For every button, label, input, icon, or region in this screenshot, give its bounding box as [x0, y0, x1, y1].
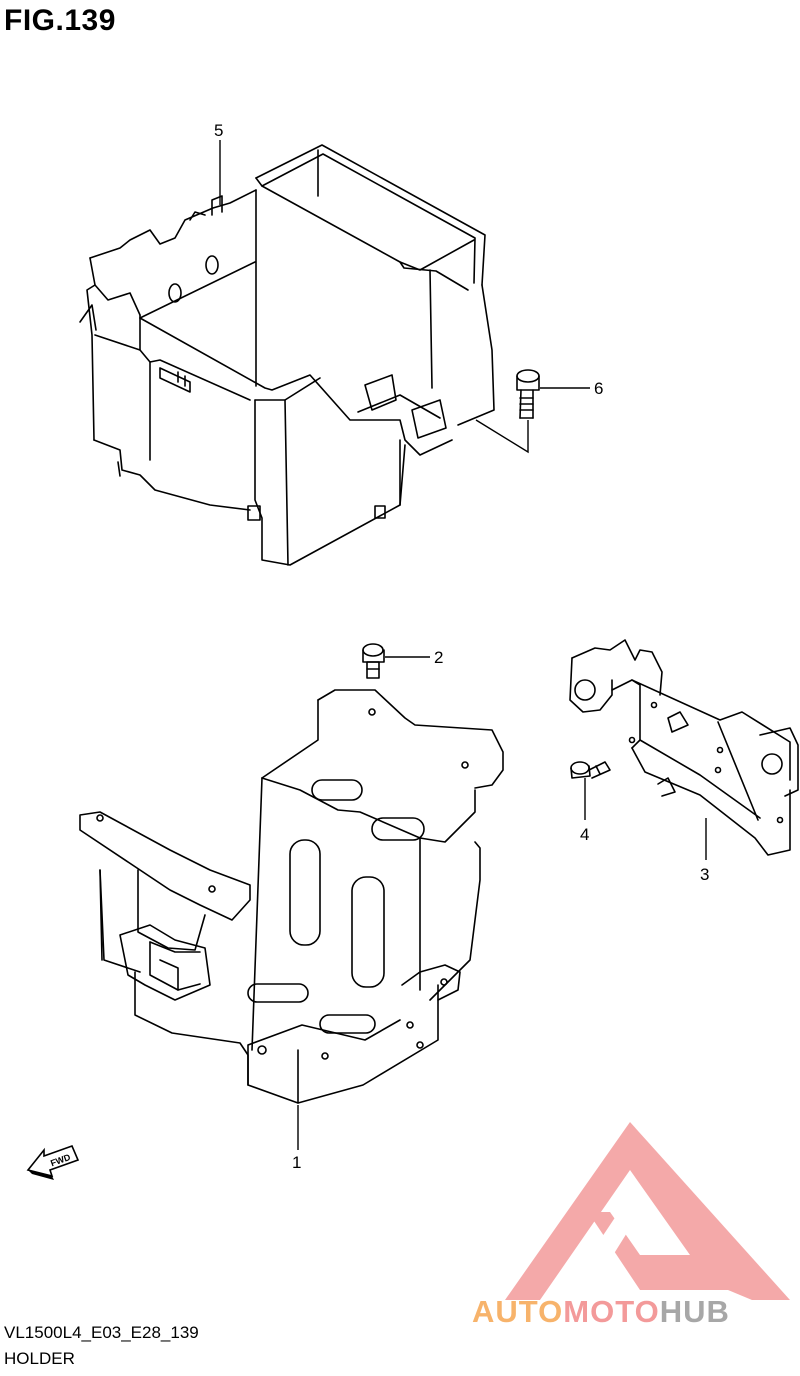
diagram-code: VL1500L4_E03_E28_139 [4, 1323, 199, 1342]
logo-triangle-inner [580, 1195, 665, 1270]
callout-2: 2 [434, 648, 443, 667]
bolt-part-4 [570, 761, 611, 779]
battery-box-part-5 [79, 144, 495, 566]
watermark-moto: MOTO [563, 1294, 659, 1329]
bolt-part-2 [362, 643, 385, 679]
watermark-auto: AUTO [472, 1294, 563, 1329]
callout-3: 3 [700, 865, 709, 884]
watermark-logo: AUTOMOTOHUB [472, 1122, 790, 1329]
callout-4: 4 [580, 825, 589, 844]
diagram-name: HOLDER [4, 1349, 75, 1368]
battery-holder-part-1 [79, 689, 504, 1104]
callout-6: 6 [594, 379, 603, 398]
leader-lines [219, 140, 707, 1150]
fwd-arrow-icon: FWD [26, 1144, 80, 1180]
watermark-hub: HUB [660, 1294, 730, 1329]
figure-title: FIG.139 [4, 4, 116, 37]
bracket-part-3 [569, 639, 799, 856]
bolt-part-6 [516, 369, 540, 419]
logo-triangle [505, 1122, 790, 1300]
callout-5: 5 [214, 121, 223, 140]
svg-text:AUTOMOTOHUB: AUTOMOTOHUB [472, 1294, 730, 1329]
callout-1: 1 [292, 1153, 301, 1172]
